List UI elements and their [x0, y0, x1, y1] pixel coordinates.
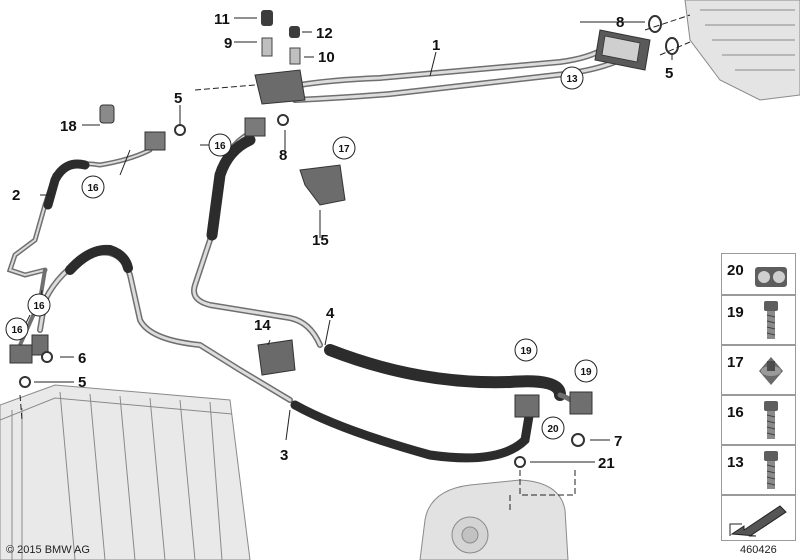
label-18: 18	[60, 118, 77, 135]
callout-19-left: 19	[514, 338, 538, 362]
label-5-upper: 5	[174, 90, 182, 107]
block-flange	[594, 29, 651, 71]
leader-lines	[19, 14, 691, 510]
svg-text:19: 19	[580, 367, 592, 378]
label-2: 2	[12, 187, 20, 204]
nut-icon	[759, 357, 783, 385]
label-15: 15	[312, 232, 329, 249]
label-14: 14	[254, 317, 271, 334]
callout-16-lower1: 16	[27, 293, 51, 317]
callout-16-center: 16	[208, 133, 232, 157]
label-11: 11	[214, 11, 230, 28]
circled-labels: 13 16 16 16 16 17 19 19 20	[5, 66, 598, 440]
label-10: 10	[318, 49, 335, 66]
pipe-3	[37, 244, 535, 463]
svg-text:16: 16	[87, 183, 99, 194]
legend-item-direction	[721, 495, 796, 541]
bolt-icon	[764, 401, 778, 439]
callout-13: 13	[560, 66, 584, 90]
label-21: 21	[598, 455, 615, 472]
label-9: 9	[224, 35, 232, 52]
svg-text:19: 19	[520, 346, 532, 357]
small-parts	[9, 15, 679, 468]
legend-item-17: 17	[721, 345, 796, 395]
legend-item-19: 19	[721, 295, 796, 345]
legend-item-16: 16	[721, 395, 796, 445]
compressor	[419, 479, 569, 560]
bolt-icon	[764, 451, 778, 489]
arrow-icon	[729, 505, 787, 537]
label-8-right: 8	[616, 14, 624, 31]
svg-text:16: 16	[33, 301, 45, 312]
callout-17: 17	[332, 136, 356, 160]
valve-block	[254, 10, 306, 105]
label-8-center: 8	[279, 147, 287, 164]
label-12: 12	[316, 25, 333, 42]
label-6: 6	[78, 350, 86, 367]
label-5-left: 5	[78, 374, 86, 391]
label-1: 1	[432, 37, 440, 54]
part-labels: 1 2 3 4 5 5 5 6 7 8 8 9 10 11 12 14 15 1…	[12, 11, 673, 472]
diagram-id: 460426	[740, 544, 777, 556]
label-7: 7	[614, 433, 622, 450]
pipe-1	[292, 45, 618, 103]
clip-icon	[755, 267, 787, 287]
callout-19-right: 19	[574, 359, 598, 383]
svg-text:16: 16	[214, 141, 226, 152]
callout-16-left: 16	[81, 175, 105, 199]
callout-16-lower2: 16	[5, 317, 29, 341]
copyright-text: © 2015 BMW AG	[6, 544, 90, 556]
svg-text:13: 13	[566, 74, 578, 85]
callout-20: 20	[541, 416, 565, 440]
svg-text:16: 16	[11, 325, 23, 336]
condenser-block	[684, 0, 800, 101]
legend-item-13: 13	[721, 445, 796, 495]
pipe-2	[6, 147, 153, 347]
label-4: 4	[326, 305, 335, 322]
legend-item-20: 20	[721, 253, 796, 295]
parts-legend: 20 19 17 16 13	[721, 253, 796, 554]
label-3: 3	[280, 447, 288, 464]
svg-text:17: 17	[338, 144, 350, 155]
radiator	[0, 384, 251, 560]
svg-text:20: 20	[547, 424, 559, 435]
pipe-4	[191, 127, 583, 413]
bolt-icon	[764, 301, 778, 339]
label-5-right: 5	[665, 65, 673, 82]
